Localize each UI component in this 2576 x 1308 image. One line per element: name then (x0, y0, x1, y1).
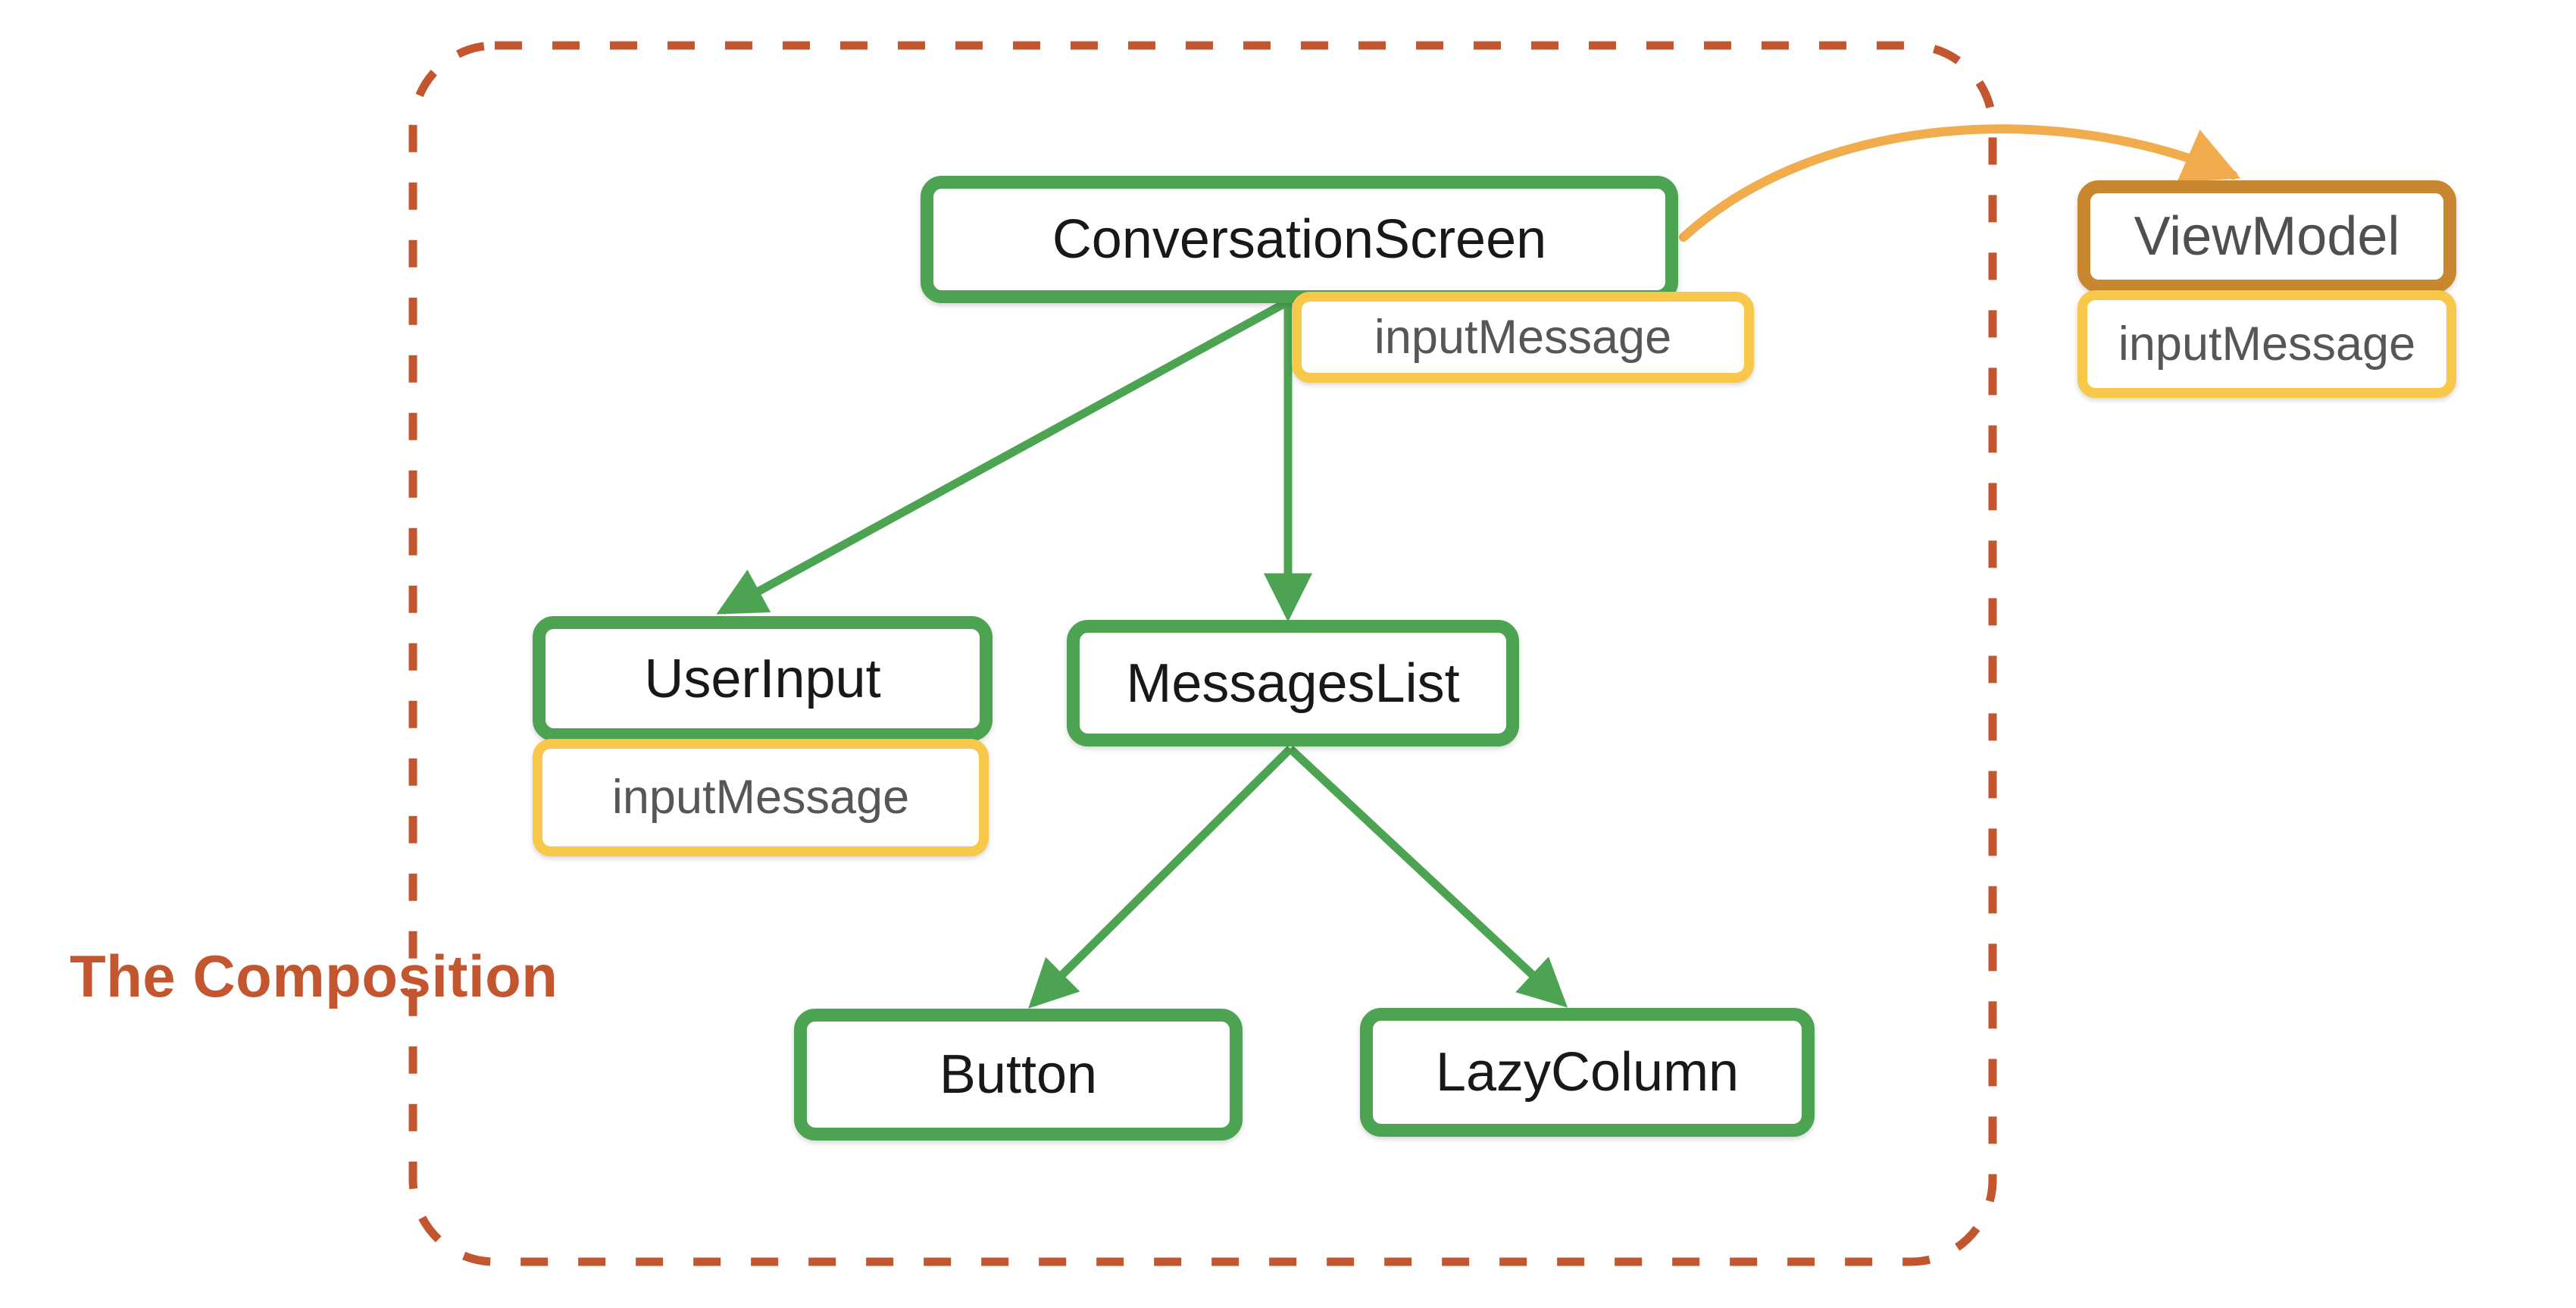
edge-messages-list-to-lazy-column (1287, 745, 1568, 1008)
state-chip-user-input-input-message[interactable]: inputMessage (533, 739, 989, 856)
node-view-model[interactable]: ViewModel (2077, 180, 2456, 293)
node-messages-list[interactable]: MessagesList (1067, 620, 1519, 746)
node-user-input-label: UserInput (644, 648, 881, 709)
state-chip-view-model-input-message[interactable]: inputMessage (2077, 290, 2456, 398)
node-view-model-label: ViewModel (2134, 206, 2400, 267)
edge-messages-list-to-button (1028, 746, 1293, 1009)
state-chip-view-model-label: inputMessage (2118, 317, 2416, 371)
state-chip-conversation-screen-label: inputMessage (1374, 310, 1672, 364)
edge-conversation-screen-to-user-input (716, 298, 1290, 615)
node-lazy-column-label: LazyColumn (1435, 1042, 1740, 1103)
state-chip-user-input-label: inputMessage (611, 771, 910, 824)
state-chip-conversation-screen-input-message[interactable]: inputMessage (1292, 292, 1754, 383)
node-lazy-column[interactable]: LazyColumn (1360, 1008, 1815, 1137)
composition-boundary-label: The Composition (70, 943, 558, 1009)
node-messages-list-label: MessagesList (1126, 652, 1460, 714)
node-button[interactable]: Button (794, 1009, 1243, 1141)
node-conversation-screen-label: ConversationScreen (1052, 209, 1547, 270)
node-user-input[interactable]: UserInput (533, 616, 993, 741)
node-button-label: Button (939, 1044, 1098, 1105)
node-conversation-screen[interactable]: ConversationScreen (921, 176, 1678, 303)
